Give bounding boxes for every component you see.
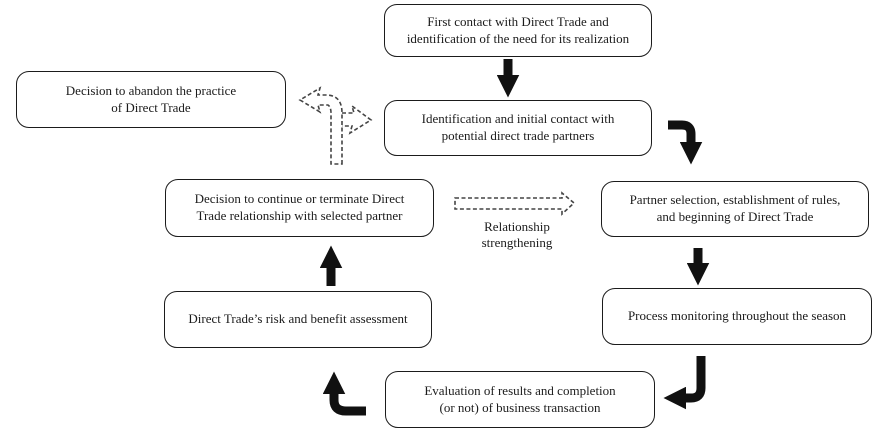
relationship-strengthening-label: Relationship strengthening — [481, 219, 553, 250]
flow-box-evaluation-text: Evaluation of results and completion (or… — [424, 382, 616, 415]
arrow-process-monitoring-to-evaluation — [663, 356, 706, 410]
flow-box-abandon: Decision to abandon the practice of Dire… — [16, 71, 286, 128]
flow-box-identification: Identification and initial contact with … — [384, 100, 652, 156]
dashed-fork-arrow-left-abandon — [298, 86, 343, 165]
flow-box-risk-benefit-text: Direct Trade’s risk and benefit assessme… — [188, 311, 408, 327]
flow-box-continue-terminate: Decision to continue or terminate Direct… — [165, 179, 434, 237]
flow-box-process-monitoring: Process monitoring throughout the season — [602, 288, 872, 345]
dashed-relationship-strengthening-arrow — [454, 191, 576, 216]
flow-box-risk-benefit: Direct Trade’s risk and benefit assessme… — [164, 291, 432, 348]
flow-box-evaluation: Evaluation of results and completion (or… — [385, 371, 655, 428]
flow-box-identification-text: Identification and initial contact with … — [421, 111, 615, 143]
dashed-fork-arrow-right-restart — [342, 103, 373, 135]
flow-box-partner-selection-text: Partner selection, establishment of rule… — [629, 192, 841, 224]
flow-box-process-monitoring-text: Process monitoring throughout the season — [627, 308, 847, 324]
flow-box-abandon-text: Decision to abandon the practice of Dire… — [65, 82, 237, 115]
flow-box-continue-terminate-text: Decision to continue or terminate Direct… — [194, 191, 405, 223]
arrow-identification-to-partner-selection — [668, 120, 703, 165]
arrow-evaluation-to-risk-benefit — [322, 371, 366, 416]
flow-box-first-contact: First contact with Direct Trade and iden… — [384, 4, 652, 57]
flow-box-first-contact-text: First contact with Direct Trade and iden… — [406, 13, 630, 46]
flow-box-partner-selection: Partner selection, establishment of rule… — [601, 181, 869, 237]
